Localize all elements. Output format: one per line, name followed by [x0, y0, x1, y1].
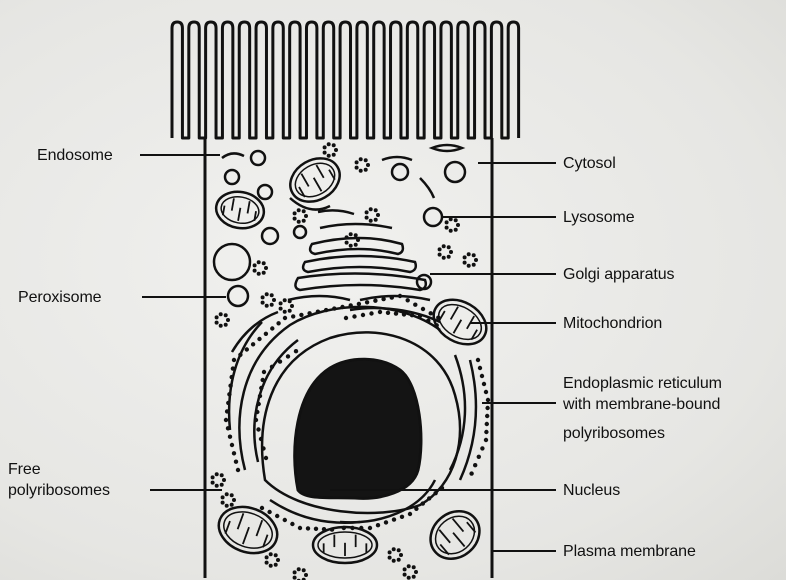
label-er-2: with membrane-bound	[563, 395, 720, 414]
mitochondrion-4	[212, 499, 283, 561]
label-er-3: polyribosomes	[563, 424, 665, 443]
label-nucleus: Nucleus	[563, 481, 620, 500]
label-endosome: Endosome	[37, 146, 113, 165]
golgi-apparatus	[288, 224, 430, 300]
label-mitochondrion: Mitochondrion	[563, 314, 662, 333]
microvilli	[172, 22, 519, 138]
label-free-polyribosomes-2: polyribosomes	[8, 481, 110, 500]
mitochondrion-6	[421, 501, 489, 568]
label-free-polyribosomes-1: Free	[8, 460, 41, 479]
mitochondrion-5	[313, 527, 377, 563]
label-peroxisome: Peroxisome	[18, 288, 101, 307]
label-plasma-membrane: Plasma membrane	[563, 542, 696, 561]
label-lysosome: Lysosome	[563, 208, 635, 227]
label-er-1: Endoplasmic reticulum	[563, 374, 722, 393]
label-cytosol: Cytosol	[563, 154, 616, 173]
label-golgi: Golgi apparatus	[563, 265, 674, 284]
